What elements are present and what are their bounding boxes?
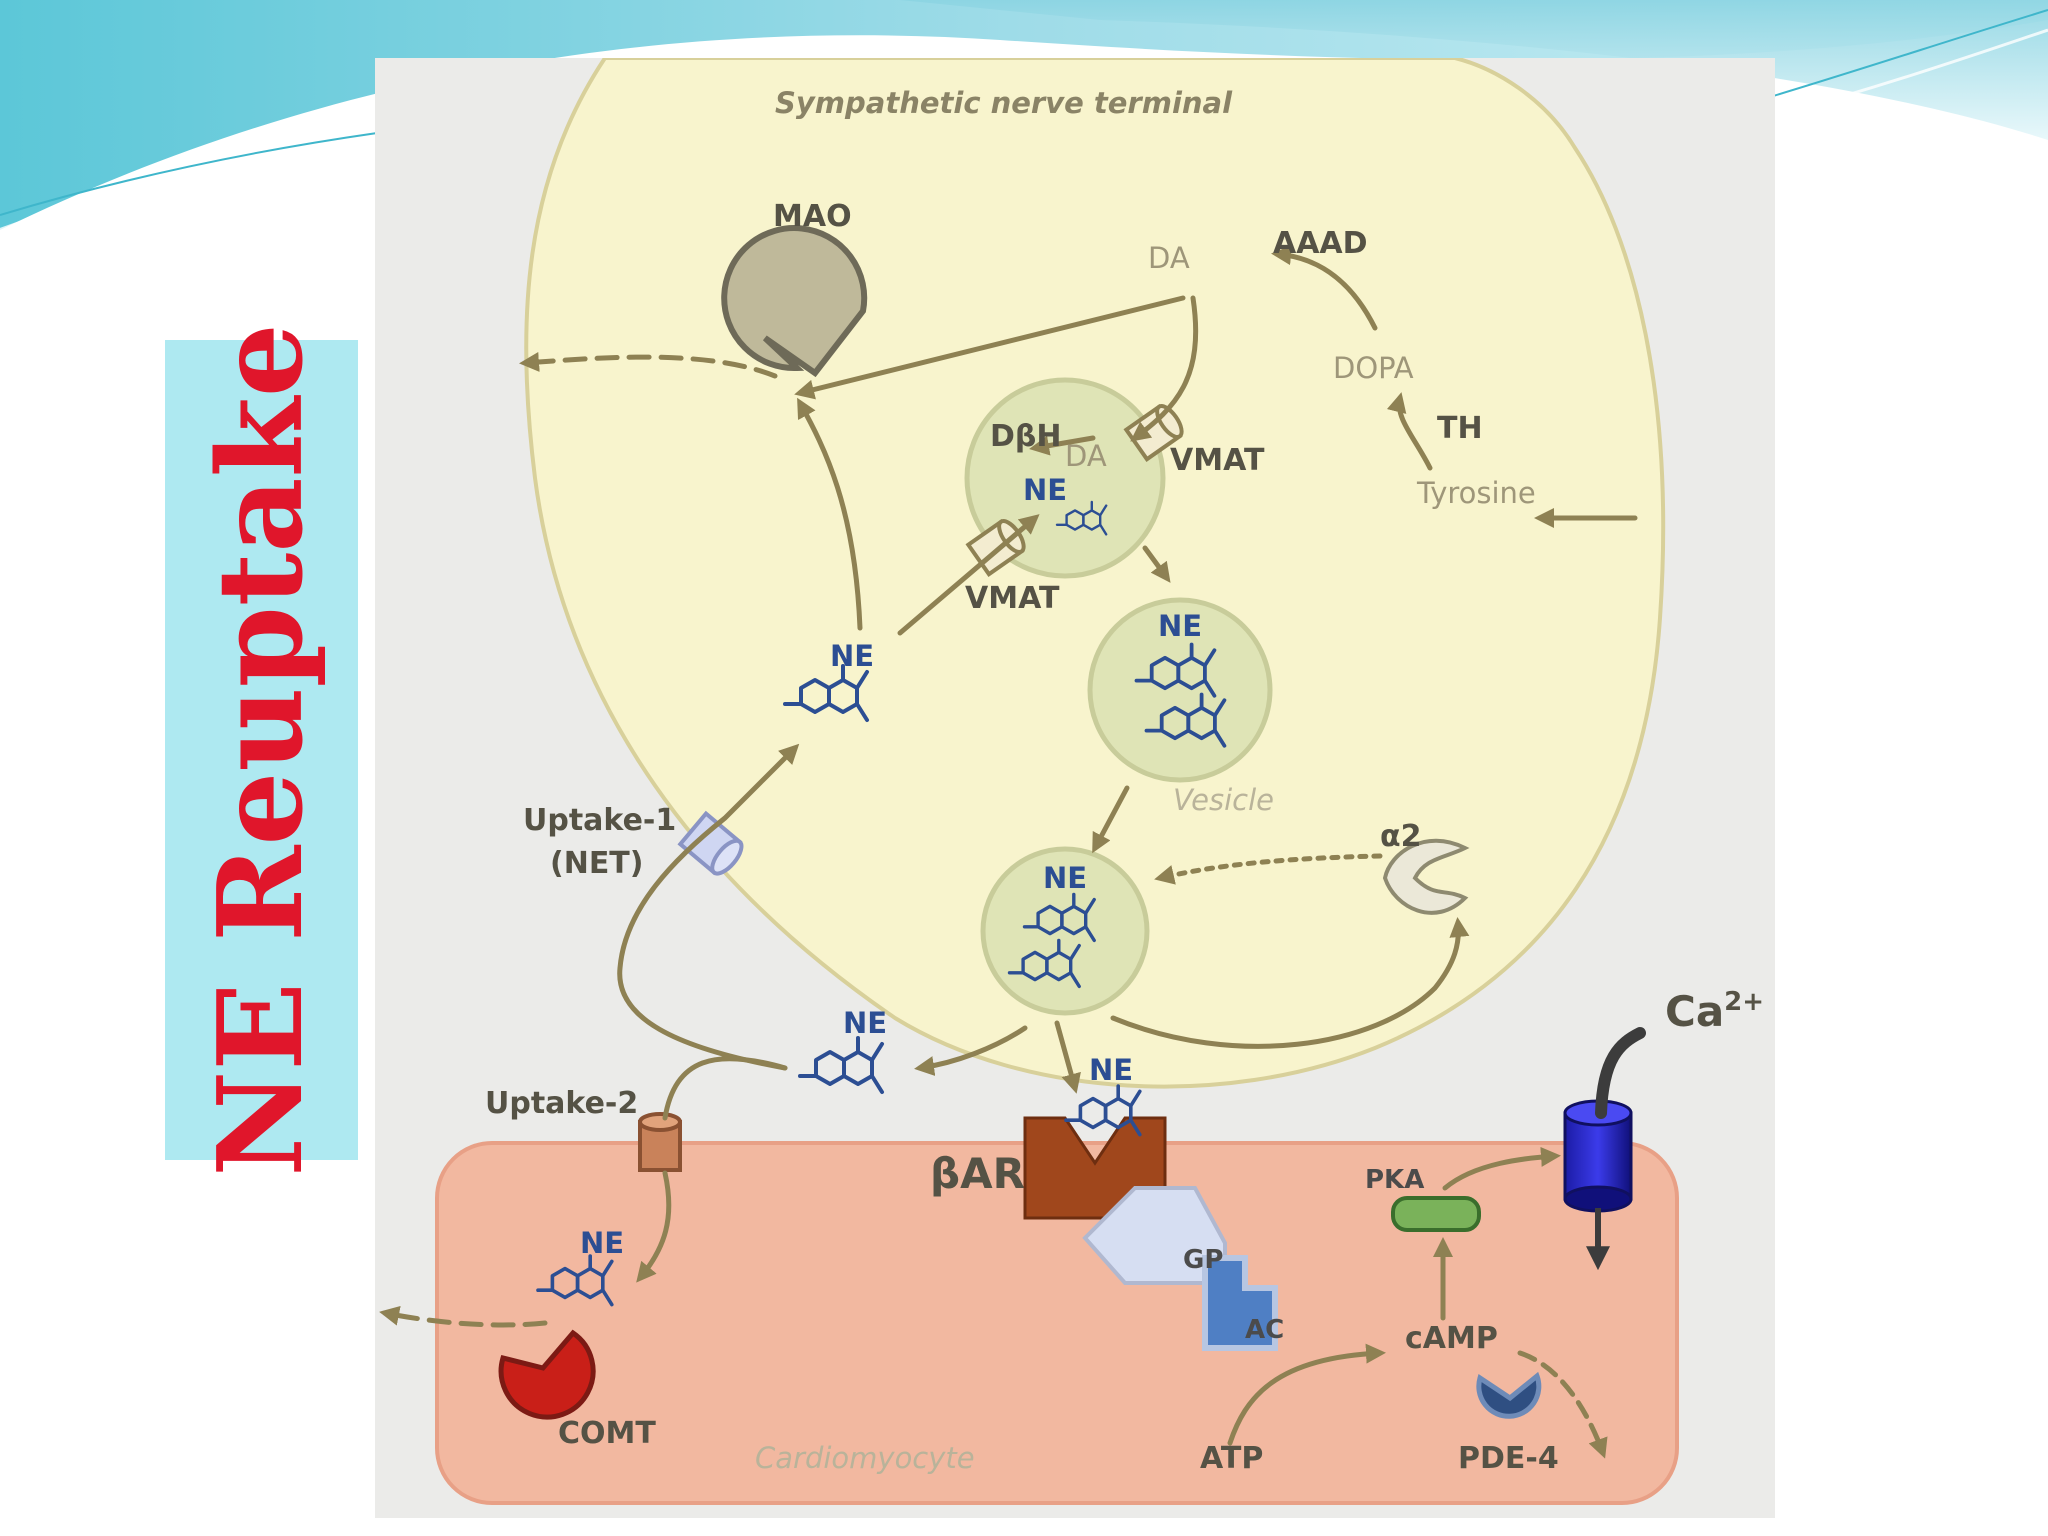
ac-enzyme-icon: [1202, 1255, 1278, 1351]
arrow-path: [1442, 1146, 1561, 1191]
uptake2-transporter-icon: [638, 1112, 682, 1172]
atp-label: ATP: [1200, 1441, 1263, 1476]
arrow-path: [1029, 435, 1096, 456]
arrow-path: [1092, 785, 1130, 854]
arrow-path: [1130, 295, 1199, 442]
comt-enzyme-icon: [498, 1329, 596, 1420]
arrow-path: [617, 743, 800, 1071]
arrow-path: [897, 514, 1040, 636]
ne-receptor-label: NE: [1089, 1053, 1133, 1087]
arrow-path: [1142, 545, 1171, 583]
camp-label: cAMP: [1405, 1321, 1498, 1356]
nerve-terminal-label: Sympathetic nerve terminal: [775, 86, 1233, 120]
storage-vesicle: [1087, 597, 1273, 783]
ne-comt-label: NE: [580, 1226, 624, 1260]
aaad-label: AAAD: [1273, 226, 1368, 261]
arrow-path: [1271, 245, 1378, 331]
diagram-figure: Sympathetic nerve terminal MAO DA AAAD D…: [375, 58, 1775, 1518]
title-box: [165, 340, 358, 1160]
arrow-path: [1110, 917, 1470, 1049]
vesicle-label: Vesicle: [1173, 783, 1274, 817]
mao-enzyme-icon: [721, 225, 868, 378]
alpha2-receptor-icon: [1382, 838, 1470, 915]
vmat-left-label: VMAT: [965, 581, 1060, 616]
arrow-path: [636, 1170, 672, 1283]
da-vesicle-label: DA: [1065, 439, 1107, 473]
ne-release-label: NE: [1043, 861, 1087, 895]
ne-vesicle-label: NE: [1023, 473, 1067, 507]
dbh-label: DβH: [990, 419, 1061, 454]
comt-label: COMT: [558, 1416, 656, 1451]
mao-degradation-arrow: [519, 352, 778, 379]
arrow-path: [794, 295, 1186, 400]
arrow-path: [1054, 1020, 1081, 1094]
arrow-path: [1386, 392, 1433, 471]
tyrosine-label: Tyrosine: [1416, 476, 1536, 510]
alpha2-label: α2: [1380, 819, 1421, 854]
uptake1-transporter-icon: [677, 810, 744, 876]
pde4-label: PDE-4: [1458, 1441, 1559, 1476]
pde4-degradation-arrow: [1517, 1350, 1608, 1459]
uptake1-label: Uptake-1: [523, 803, 676, 838]
pde4-enzyme-icon: [1476, 1371, 1542, 1419]
vmat-right-label: VMAT: [1170, 443, 1265, 478]
uptake2-label: Uptake-2: [485, 1086, 638, 1121]
calcium-label: Ca2+: [1665, 987, 1764, 1036]
calcium-symbol: Ca: [1665, 987, 1724, 1036]
net-label: (NET): [550, 846, 644, 881]
ne-storage-label: NE: [1158, 609, 1202, 643]
pka-kinase-icon: [1391, 1196, 1481, 1232]
arrow-path: [662, 1056, 788, 1121]
calcium-channel-icon: [1563, 1027, 1646, 1271]
arrow-path: [1227, 1343, 1386, 1446]
dopa-label: DOPA: [1333, 351, 1414, 385]
calcium-charge: 2+: [1724, 987, 1764, 1017]
alpha2-feedback-arrow: [1154, 853, 1383, 885]
pka-label: PKA: [1365, 1165, 1424, 1195]
cardiomyocyte-label: Cardiomyocyte: [755, 1441, 975, 1475]
slide-title: NE Reuptake: [193, 323, 329, 1177]
comt-degradation-arrow: [379, 1305, 548, 1328]
gp-label: GP: [1183, 1245, 1223, 1275]
ac-label: AC: [1245, 1315, 1284, 1345]
mao-label: MAO: [773, 199, 852, 234]
arrow-path: [797, 397, 863, 631]
th-label: TH: [1437, 411, 1483, 446]
arrow-path: [914, 1025, 1028, 1076]
ne-cleft-label: NE: [843, 1006, 887, 1040]
ne-cytosol-label: NE: [830, 639, 874, 673]
ne-reuptake-diagram: Sympathetic nerve terminal MAO DA AAAD D…: [375, 58, 1775, 1518]
beta-ar-label: βAR: [930, 1149, 1025, 1198]
da-label: DA: [1148, 241, 1190, 275]
